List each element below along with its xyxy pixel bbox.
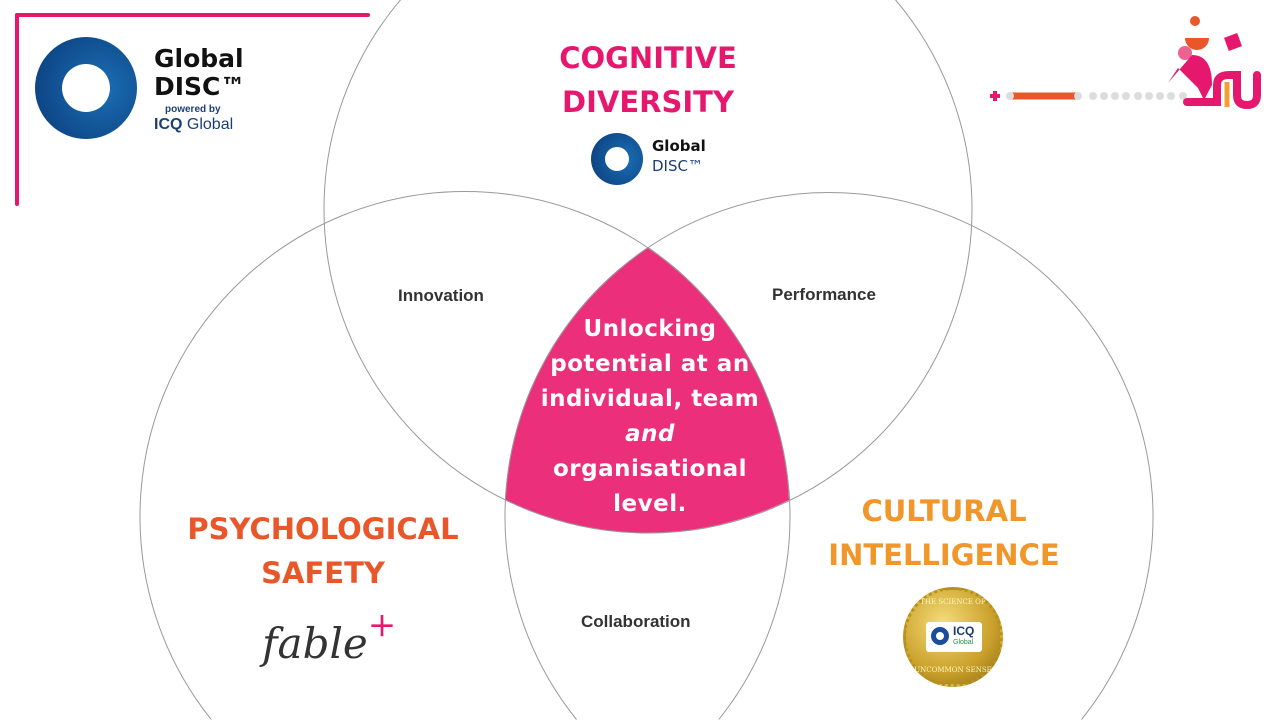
title-cultural-intelligence: CULTURAL INTELLIGENCE — [794, 489, 1094, 577]
title-line: PSYCHOLOGICAL — [187, 512, 459, 546]
logo-line2: DISC™ — [154, 72, 246, 101]
center-line: Unlocking — [583, 316, 717, 342]
label-performance: Performance — [772, 285, 876, 304]
center-line: individual, team — [540, 386, 760, 412]
logo-icq: ICQ — [154, 116, 183, 133]
uncommon-sense-seal: THE SCIENCE OF ICQ Global UNCOMMON SENSE — [903, 587, 1003, 687]
seal-bottom-text: UNCOMMON SENSE — [914, 666, 992, 674]
frame-line-top — [15, 13, 370, 17]
small-logo-line2: DISC™ — [652, 157, 703, 175]
fable-plus-icon: + — [367, 605, 397, 645]
title-line: DIVERSITY — [562, 85, 734, 119]
center-line: potential at an — [550, 351, 750, 377]
person-climbing-illustration — [990, 16, 1261, 110]
title-cognitive-diversity: COGNITIVE DIVERSITY — [498, 36, 798, 124]
title-line: COGNITIVE — [559, 41, 737, 75]
label-collaboration: Collaboration — [581, 612, 691, 631]
global-disc-small-logo: Global DISC™ — [591, 133, 711, 187]
title-line: INTELLIGENCE — [828, 538, 1060, 572]
global-disc-logo: Global DISC™ powered by ICQ Global — [35, 37, 245, 142]
center-intersection — [505, 247, 789, 533]
logo-powered: powered by — [165, 104, 221, 115]
seal-global: Global — [953, 639, 974, 646]
fable-logo: fable+ — [262, 600, 396, 669]
center-line: level. — [613, 491, 687, 517]
logo-line1: Global — [154, 44, 244, 73]
label-innovation: Innovation — [398, 286, 484, 305]
center-line: organisational — [552, 456, 748, 482]
logo-global: Global — [186, 116, 234, 133]
frame-line-left — [15, 13, 19, 206]
small-logo-line1: Global — [652, 137, 706, 155]
title-psychological-safety: PSYCHOLOGICAL SAFETY — [173, 507, 473, 595]
center-statement: Unlocking potential at an individual, te… — [520, 312, 780, 522]
title-line: CULTURAL — [861, 494, 1027, 528]
center-line-emphasis: and — [625, 421, 675, 447]
fable-logo-text: fable — [262, 619, 368, 668]
circle-cultural-intelligence — [504, 191, 1154, 720]
title-line: SAFETY — [261, 556, 385, 590]
circle-psychological-safety — [139, 190, 791, 720]
circle-cognitive-diversity — [323, 0, 973, 534]
seal-top-text: THE SCIENCE OF — [920, 598, 986, 606]
seal-icq: ICQ — [953, 624, 975, 638]
